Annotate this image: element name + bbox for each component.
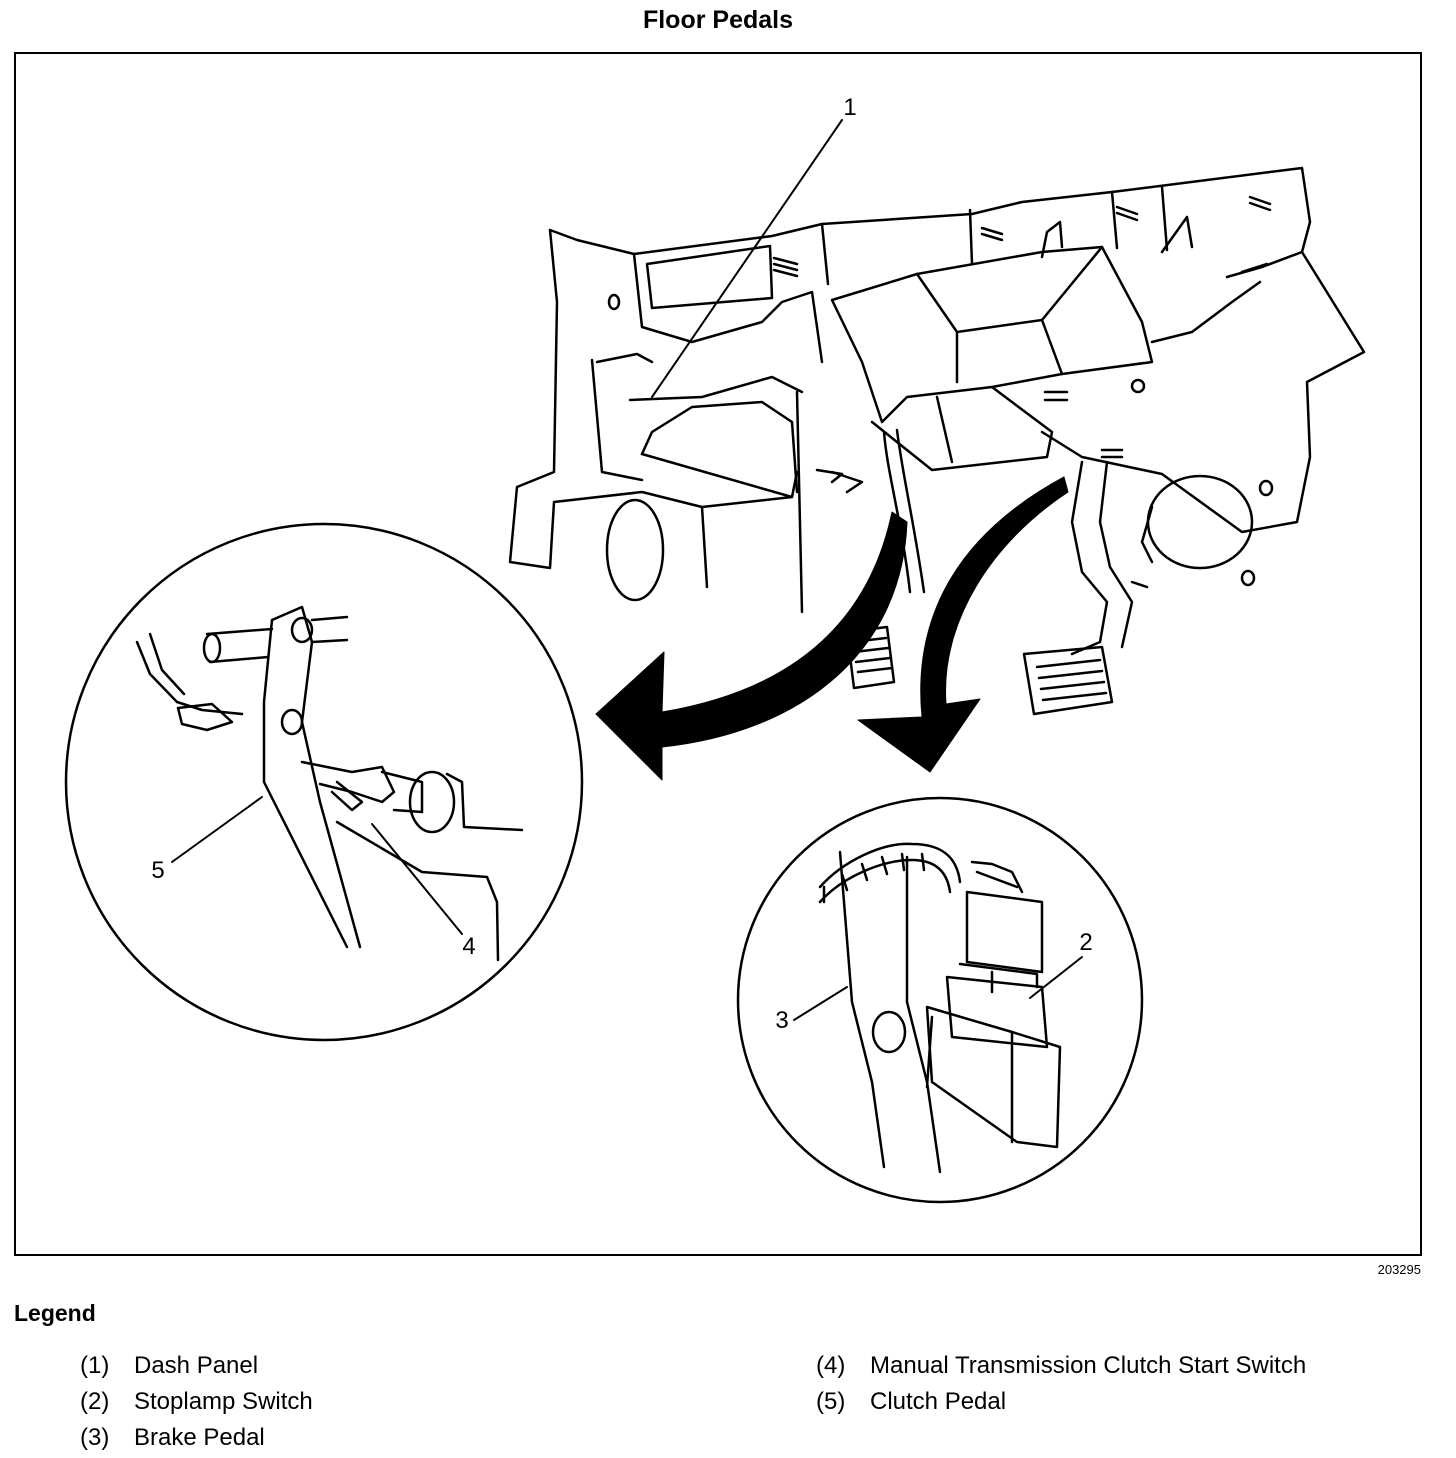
diagram-title: Floor Pedals (642, 6, 794, 34)
legend-item-label: Dash Panel (134, 1352, 259, 1379)
legend-item-label: Clutch Pedal (870, 1388, 1007, 1415)
legend-item: (4) Manual Transmission Clutch Start Swi… (816, 1348, 1306, 1384)
callout-4: 4 (462, 933, 475, 960)
callout-2: 2 (1079, 929, 1092, 956)
legend-item-number: (1) (80, 1352, 110, 1379)
legend-item-label: Stoplamp Switch (134, 1388, 313, 1415)
legend-item: (5) Clutch Pedal (816, 1384, 1306, 1420)
legend-item: (3) Brake Pedal (80, 1420, 313, 1456)
legend-item-number: (5) (816, 1388, 846, 1415)
legend-item-number: (2) (80, 1388, 110, 1415)
pedal-illustration: 1 2 3 4 5 (64, 94, 1366, 1204)
callout-3: 3 (775, 1007, 788, 1034)
callout-1: 1 (843, 94, 856, 121)
legend-item-number: (4) (816, 1352, 846, 1379)
figure-number: 203295 (1377, 1262, 1421, 1277)
legend-item-label: Brake Pedal (134, 1424, 265, 1451)
brake-detail-circle (736, 796, 1144, 1204)
leader-lines (171, 119, 1083, 1021)
arrow-to-clutch-detail (595, 511, 908, 781)
dash-panel-drawing (508, 166, 1366, 716)
legend-heading: Legend (14, 1300, 96, 1326)
legend-item: (1) Dash Panel (80, 1348, 313, 1384)
clutch-detail-drawing (135, 605, 524, 962)
diagram-frame: 1 2 3 4 5 (14, 52, 1422, 1256)
legend-item-label: Manual Transmission Clutch Start Switch (870, 1352, 1307, 1379)
brake-detail-drawing (818, 842, 1062, 1174)
legend-item-number: (3) (80, 1424, 110, 1451)
legend-item: (2) Stoplamp Switch (80, 1384, 313, 1420)
legend-column-left: (1) Dash Panel (2) Stoplamp Switch (3) B… (80, 1348, 313, 1456)
callout-5: 5 (151, 857, 164, 884)
legend-column-right: (4) Manual Transmission Clutch Start Swi… (816, 1348, 1306, 1420)
arrow-to-brake-detail (857, 476, 1069, 773)
clutch-detail-circle (64, 522, 584, 1042)
